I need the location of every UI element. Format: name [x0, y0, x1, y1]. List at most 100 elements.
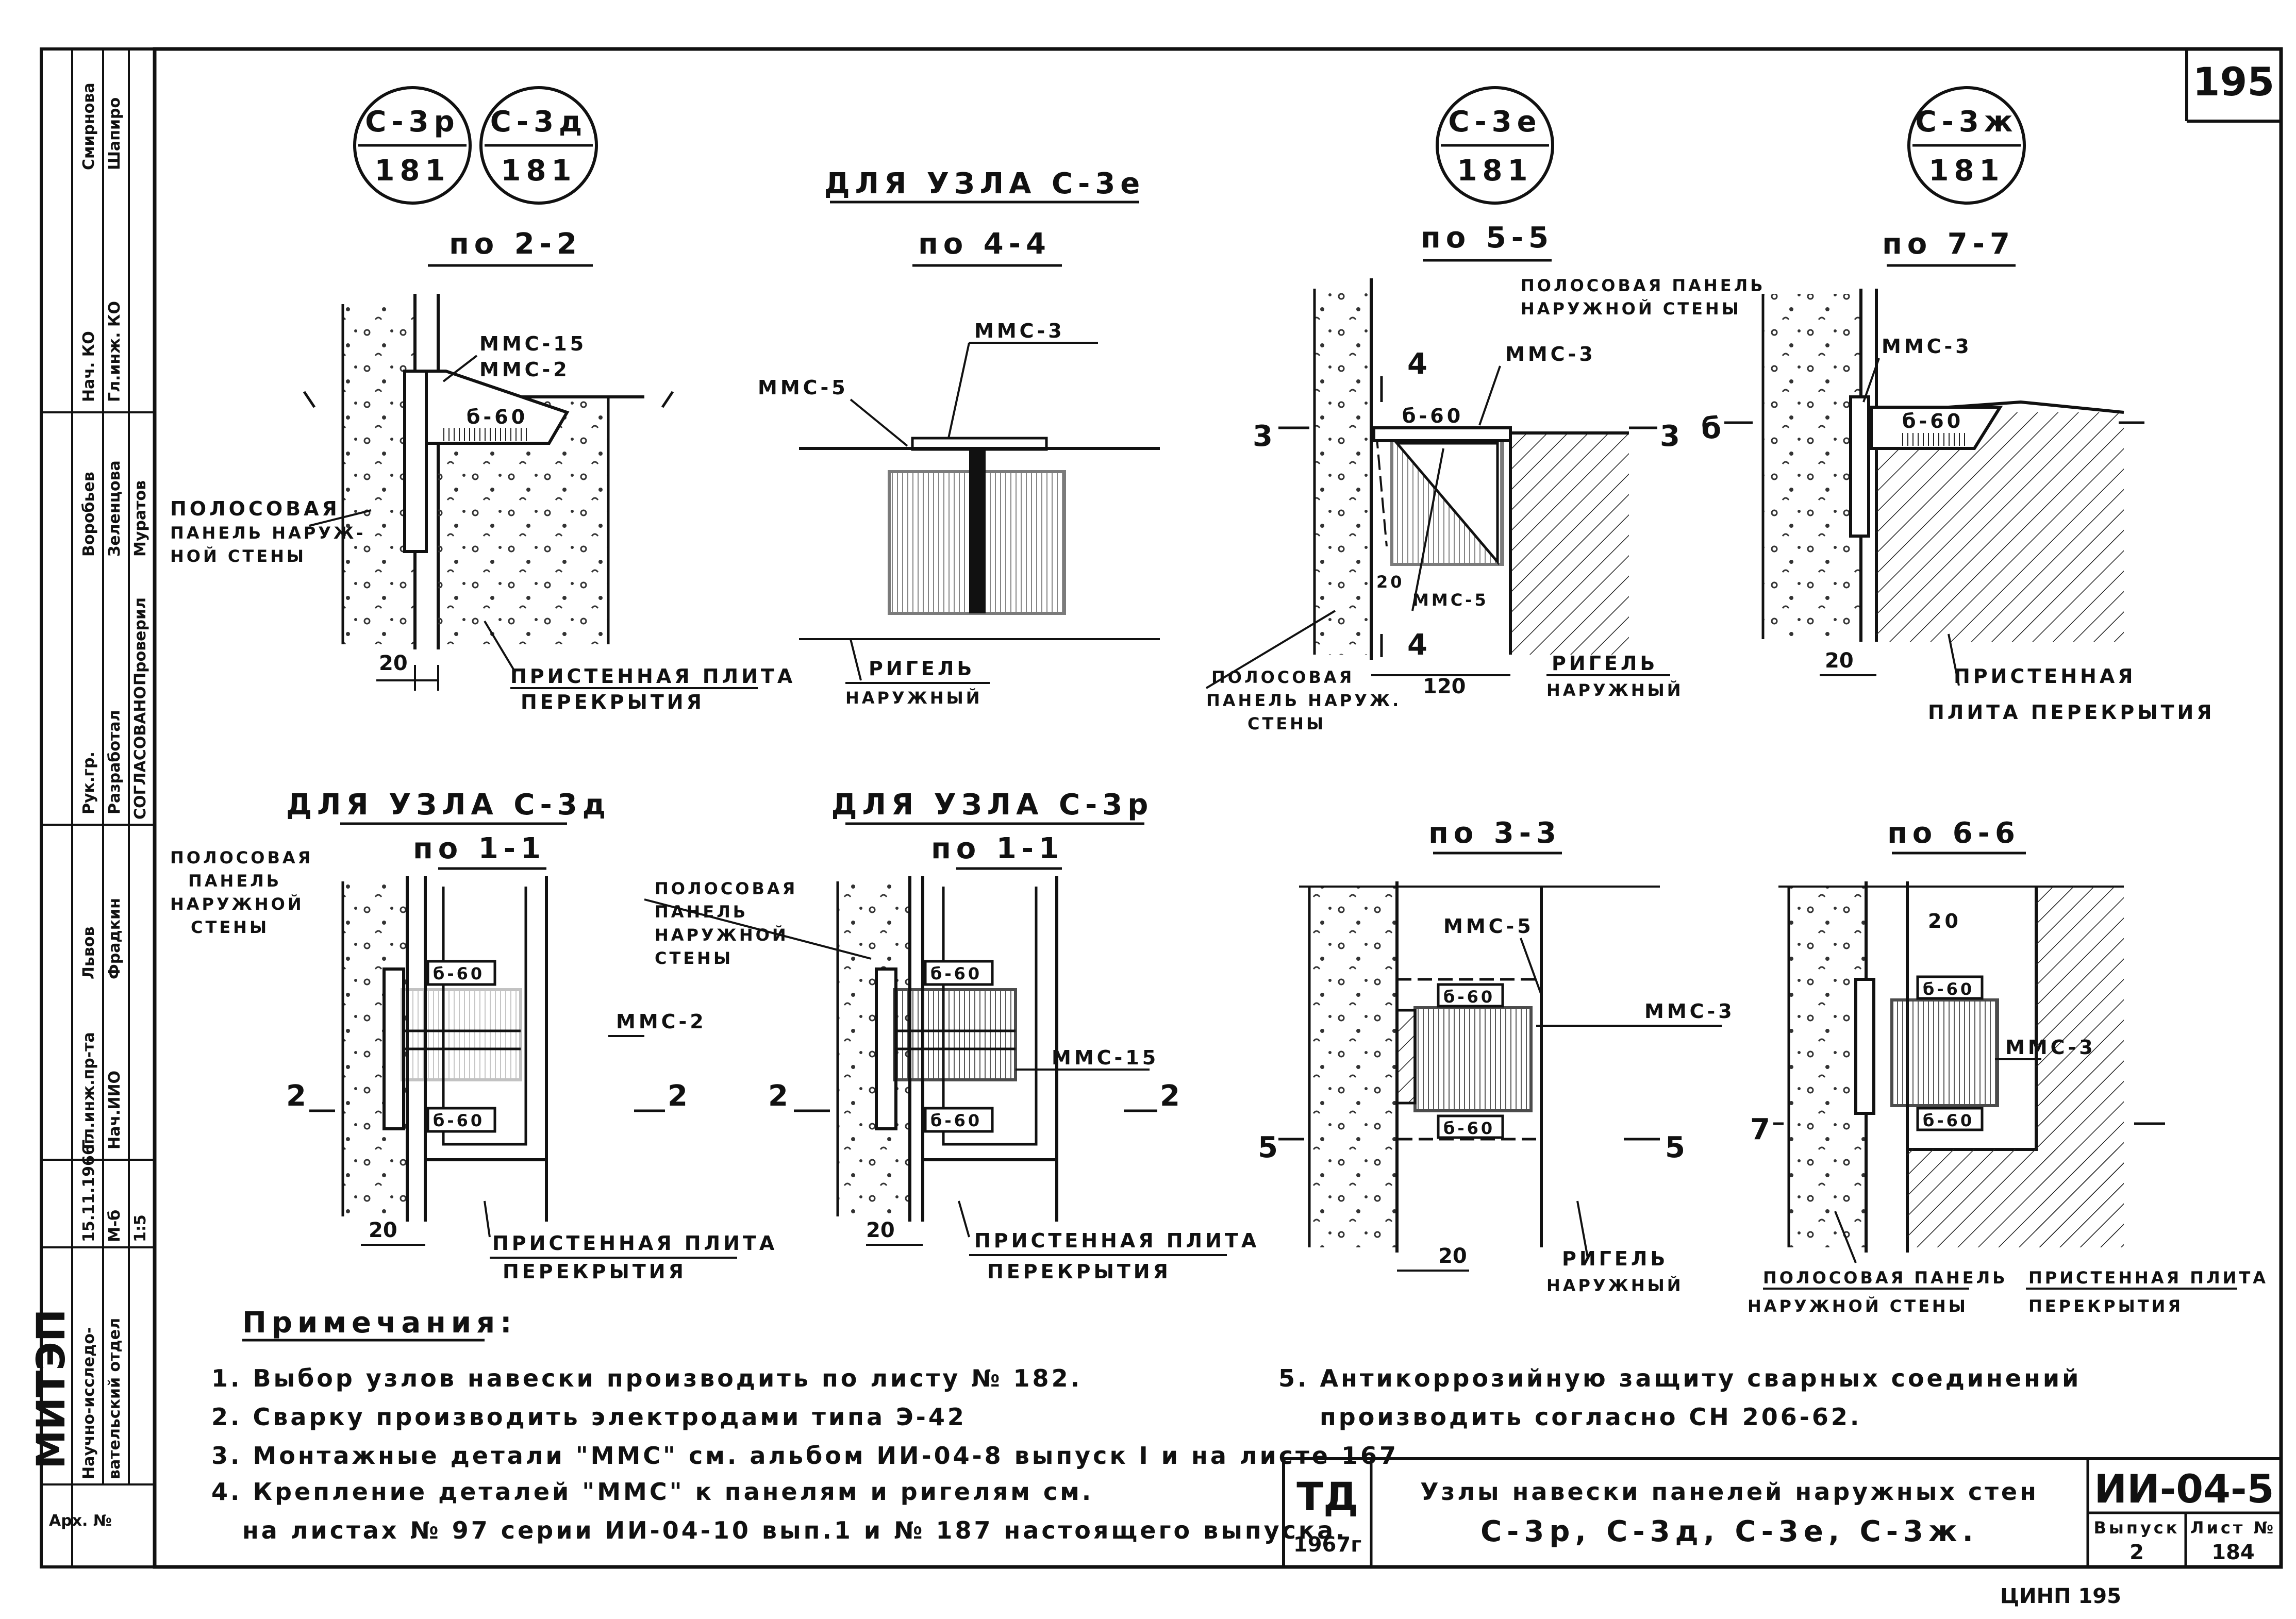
svg-text:4: 4	[1407, 628, 1433, 662]
svg-text:РИГЕЛЬ: РИГЕЛЬ	[869, 657, 975, 680]
svg-text:б-60: б-60	[1923, 979, 1974, 999]
svg-text:2: 2	[768, 1079, 793, 1113]
svg-text:3: 3	[1660, 420, 1685, 453]
svg-text:ПОЛОСОВАЯ: ПОЛОСОВАЯ	[655, 879, 797, 898]
svg-text:б-60: б-60	[1443, 1119, 1495, 1138]
section-22: по 2-2	[449, 227, 582, 261]
svg-text:РИГЕЛЬ: РИГЕЛЬ	[1552, 652, 1658, 675]
bottom-note: ЦИНП 195	[2000, 1584, 2121, 1608]
section-11a: по 1-1	[413, 832, 546, 865]
callout-4: С-3ж 181	[1907, 86, 2026, 205]
svg-text:ПЕРЕКРЫТИЯ: ПЕРЕКРЫТИЯ	[521, 691, 705, 713]
svg-text:4: 4	[1407, 347, 1433, 381]
svg-text:б-60: б-60	[1902, 410, 1964, 432]
stamp-scale: 1:5	[131, 1214, 149, 1242]
sheet-label: Лист №	[2190, 1518, 2276, 1538]
svg-text:б-60: б-60	[930, 964, 982, 983]
title-block: ТД 1967г Узлы навески панелей наружных с…	[1282, 1457, 2283, 1568]
stamp-approved: СОГЛАСОВАНО	[131, 686, 149, 820]
svg-text:181: 181	[1457, 154, 1533, 188]
header-node-e: ДЛЯ УЗЛА С-3е	[824, 167, 1145, 201]
svg-text:б-60: б-60	[433, 1111, 485, 1130]
svg-text:б-60: б-60	[1443, 987, 1495, 1007]
stamp-dept-1: Научно-исследо-	[80, 1327, 98, 1480]
svg-text:2: 2	[1160, 1079, 1185, 1113]
svg-text:5: 5	[1665, 1131, 1690, 1164]
sheet-number: 195	[2193, 59, 2275, 105]
svg-text:ПЕРЕКРЫТИЯ: ПЕРЕКРЫТИЯ	[503, 1260, 687, 1283]
section-44: по 4-4	[918, 227, 1051, 261]
detail-1-1-r: б-60 б-60 ПОЛОСОВАЯ ПАНЕЛЬ НАРУЖНОЙ СТЕН…	[644, 876, 1256, 1283]
header-node-r: ДЛЯ УЗЛА С-3р	[831, 788, 1154, 822]
svg-text:ММС-5: ММС-5	[758, 376, 848, 399]
section-77: по 7-7	[1882, 227, 2015, 261]
svg-text:СТЕНЫ: СТЕНЫ	[655, 948, 733, 968]
stamp-role-3: Разработал	[106, 710, 124, 814]
svg-text:ММС-3: ММС-3	[974, 320, 1065, 342]
svg-text:НАРУЖНЫЙ: НАРУЖНЫЙ	[1546, 680, 1684, 700]
svg-text:20: 20	[1438, 1244, 1467, 1268]
svg-text:2: 2	[286, 1079, 311, 1113]
svg-text:2: 2	[668, 1079, 693, 1113]
stamp-name-1: Шапиро	[106, 97, 124, 170]
section-11b: по 1-1	[931, 832, 1064, 865]
svg-text:ПЛИТА ПЕРЕКРЫТИЯ: ПЛИТА ПЕРЕКРЫТИЯ	[1928, 701, 2215, 724]
issue-value: 2	[2129, 1541, 2144, 1564]
svg-text:С-3е: С-3е	[1448, 105, 1541, 139]
stamp-role-5: Гл.инж.пр-та	[80, 1032, 98, 1149]
svg-text:ПОЛОСОВАЯ ПАНЕЛЬ: ПОЛОСОВАЯ ПАНЕЛЬ	[1763, 1268, 2008, 1288]
note-5-cont: производить согласно СН 206-62.	[1320, 1403, 1861, 1431]
stamp-name-5: Львов	[80, 927, 98, 979]
svg-text:РИГЕЛЬ: РИГЕЛЬ	[1562, 1247, 1668, 1270]
stamp-role-4: Проверил	[131, 597, 149, 686]
sheet-value: 184	[2211, 1541, 2255, 1564]
svg-text:б-60: б-60	[1923, 1111, 1974, 1130]
stamp-name-4: Фрадкин	[106, 898, 124, 979]
detail-2-2: б-60 ММС-15 ММС-2 ПОЛОСОВАЯ ПАНЕЛЬ НАРУЖ…	[170, 294, 795, 713]
svg-text:б-60: б-60	[1402, 405, 1463, 427]
svg-text:б-60: б-60	[433, 964, 485, 983]
note-3: 3. Монтажные детали "ММС" см. альбом ИИ-…	[211, 1442, 1399, 1470]
stamp-name-6: Муратов	[131, 480, 149, 557]
svg-text:ПРИСТЕННАЯ ПЛИТА: ПРИСТЕННАЯ ПЛИТА	[510, 665, 795, 688]
notes-title: Примечания:	[242, 1306, 517, 1340]
detail-4-4: ММС-3 ММС-5 РИГЕЛЬ НАРУЖНЫЙ	[758, 320, 1160, 708]
svg-text:ММС-15: ММС-15	[1052, 1046, 1159, 1069]
svg-text:20: 20	[1825, 649, 1854, 673]
svg-text:3: 3	[1253, 420, 1278, 453]
stamp-role-1: Гл.инж. КО	[106, 301, 124, 402]
svg-text:20: 20	[369, 1219, 397, 1242]
svg-text:20: 20	[1928, 910, 1961, 932]
svg-text:20: 20	[379, 652, 408, 675]
svg-text:ММС-3: ММС-3	[1644, 1000, 1735, 1023]
svg-text:б: б	[1701, 412, 1726, 445]
svg-text:ММС-2: ММС-2	[616, 1010, 707, 1033]
side-stamp-frame	[40, 47, 156, 1568]
svg-text:ММС-3: ММС-3	[1882, 335, 1972, 358]
note-1: 1. Выбор узлов навески производить по ли…	[211, 1364, 1082, 1392]
svg-text:ПЕРЕКРЫТИЯ: ПЕРЕКРЫТИЯ	[2028, 1296, 2183, 1316]
note-2: 2. Сварку производить электродами типа Э…	[211, 1403, 967, 1431]
svg-text:ПЕРЕКРЫТИЯ: ПЕРЕКРЫТИЯ	[987, 1260, 1171, 1283]
svg-text:НАРУЖНОЙ СТЕНЫ: НАРУЖНОЙ СТЕНЫ	[1748, 1296, 1968, 1316]
stamp-role-0: Нач. КО	[80, 331, 98, 402]
svg-text:ММС-5: ММС-5	[1443, 915, 1534, 938]
svg-text:С-3ж: С-3ж	[1915, 105, 2018, 139]
org-mark: ТД	[1296, 1474, 1358, 1520]
note-4-cont: на листах № 97 серии ИИ-04-10 вып.1 и № …	[242, 1516, 1347, 1544]
svg-text:НОЙ СТЕНЫ: НОЙ СТЕНЫ	[170, 546, 306, 566]
stamp-date: 15.11.1966г	[80, 1137, 98, 1242]
title-line-1: Узлы навески панелей наружных стен	[1420, 1478, 2039, 1506]
stamp-role-6: Нач.ИИО	[106, 1071, 124, 1149]
svg-text:ПОЛОСОВАЯ ПАНЕЛЬ: ПОЛОСОВАЯ ПАНЕЛЬ	[1521, 276, 1766, 295]
stamp-arch-no: Арх. №	[49, 1512, 112, 1530]
section-66: по 6-6	[1887, 816, 2020, 850]
detail-7-7: б-60 ММС-3 б 20 ПРИСТЕННАЯ ПЛИТА ПЕРЕКРЫ…	[1701, 289, 2215, 724]
svg-text:20: 20	[1376, 572, 1405, 592]
detail-6-6: б-60 б-60 20 ММС-3 7 ПОЛОСОВАЯ ПАНЕЛЬ НА…	[1748, 881, 2266, 1316]
svg-text:181: 181	[375, 154, 451, 188]
title-line-2: С-3р, С-3д, С-3е, С-3ж.	[1480, 1515, 1978, 1548]
svg-text:ПРИСТЕННАЯ ПЛИТА: ПРИСТЕННАЯ ПЛИТА	[492, 1232, 777, 1255]
svg-text:НАРУЖНОЙ: НАРУЖНОЙ	[170, 894, 304, 914]
